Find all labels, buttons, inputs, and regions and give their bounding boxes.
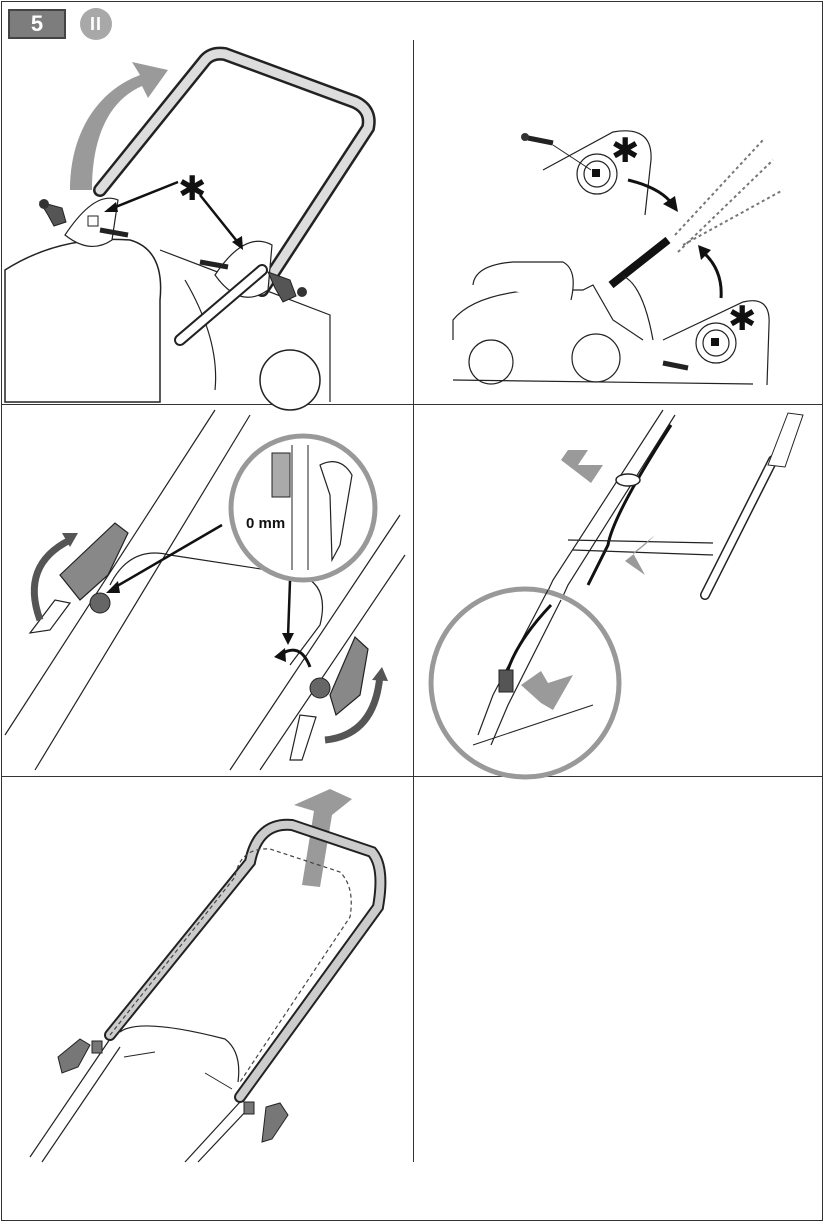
- cable-clip-icon: [616, 474, 640, 486]
- mode-badge: II: [80, 8, 112, 40]
- knob-lever-right: [330, 637, 368, 715]
- square-hole-icon: [592, 169, 600, 177]
- handle-stub: [611, 240, 668, 285]
- panel2-adjust-illustration: ✱ ✱: [413, 40, 823, 402]
- clip-detail-icon: [499, 670, 513, 692]
- panel4-cable-illustration: [413, 405, 823, 775]
- knob-icon-right: [244, 1102, 288, 1142]
- step-number-badge: 5: [8, 9, 66, 39]
- bolt-icon-lower: [663, 363, 688, 368]
- panel3-knob-illustration: [0, 405, 412, 775]
- asterisk-lower: ✱: [728, 299, 757, 339]
- knob-icon-right: [310, 678, 330, 698]
- wheel-icon: [260, 350, 320, 410]
- knob-detail-icon: [272, 453, 290, 497]
- zoom-circle: [231, 436, 375, 580]
- wheel-front-icon: [469, 340, 513, 384]
- asterisk-upper: ✱: [611, 131, 640, 171]
- knob-icon-right: [268, 272, 307, 302]
- mower-body: [5, 239, 161, 402]
- knob-icon-left: [39, 199, 66, 226]
- knob-icon-left: [90, 593, 110, 613]
- bolt-icon-upper: [528, 138, 553, 143]
- gap-dimension-label: 0 mm: [246, 515, 285, 532]
- wheel-rear-icon: [572, 334, 620, 382]
- knob-icon-left: [58, 1039, 102, 1073]
- panel5-handle-illustration: [0, 777, 412, 1162]
- panel1-handle-illustration: ✱: [0, 40, 412, 402]
- push-arrow-upper: [561, 450, 603, 483]
- square-hole-icon-lower: [711, 338, 719, 346]
- asterisk-marker: ✱: [178, 169, 207, 209]
